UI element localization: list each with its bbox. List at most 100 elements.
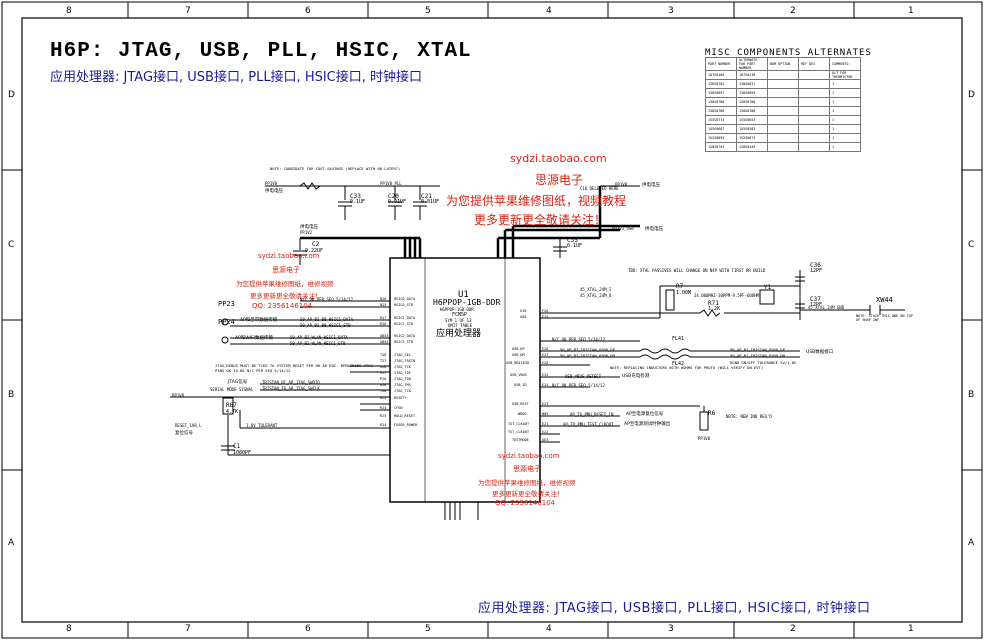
watermark-shop: 思源电子 bbox=[535, 173, 584, 187]
chip-pin-name: RESET* bbox=[394, 396, 407, 400]
chip-sub5: 应用处理器 bbox=[436, 329, 482, 339]
row-label-b: B bbox=[8, 390, 15, 400]
chip-sub1: H6PPOP-1GB-DDR bbox=[440, 307, 474, 312]
resistor-r6: R6 bbox=[708, 410, 716, 417]
net-ap-to-pmu-test-clkout: AP_TO_PMU_TEST_CLKOUT bbox=[563, 422, 614, 427]
chip-pin-name: TESTMODE bbox=[512, 438, 529, 442]
chip-pin-num: E28 bbox=[542, 361, 549, 365]
resistor-r71-value: 1.2K bbox=[708, 306, 721, 312]
col-label-2: 2 bbox=[790, 6, 796, 16]
row-label-d-right: D bbox=[968, 90, 975, 100]
chip-pin-name: USB_BRICKID bbox=[506, 361, 530, 365]
chip-pin-name: XI0 bbox=[520, 309, 527, 313]
net-hsic-wlan-stb: 50_AP_BI_WLAN_HSIC1_STB bbox=[290, 341, 346, 346]
net-pp1v8-cn: 供电电压 bbox=[265, 189, 283, 194]
col-label-8-bottom: 8 bbox=[66, 624, 72, 634]
watermark-qq-2: QQ: 2356146104 bbox=[495, 499, 556, 507]
chip-pin-name: HOLD_RESET bbox=[394, 414, 416, 418]
chip-sub3: SYM 1 OF 13 bbox=[445, 318, 472, 323]
cap-c20-value: 0.01UF bbox=[388, 199, 407, 205]
table-cell: 128S0703 bbox=[705, 142, 737, 152]
col-label-4-bottom: 4 bbox=[546, 624, 552, 634]
table-cell: 138S0700 bbox=[736, 97, 768, 107]
chip-pin-name: JTAG_TMS bbox=[394, 383, 411, 387]
net-tristan-swdio: TRISTAN_BI_AP_JTAG_SWDIO bbox=[262, 380, 320, 385]
watermark-small-shop: 思源电子 bbox=[272, 266, 300, 274]
cap-c37-value: 12PF bbox=[810, 302, 823, 308]
chip-pin-name: HSIC0_STB bbox=[394, 303, 413, 307]
row-label-a: A bbox=[8, 538, 15, 548]
test-clkout-cn: AP至电源测试时钟输出 bbox=[624, 422, 671, 427]
chip-pin-num: E26 bbox=[542, 347, 549, 351]
table-cell: 138S0788 bbox=[705, 106, 737, 116]
net-pp1v2-cn: 供电电压 bbox=[300, 225, 318, 230]
chip-pin-num: P26 bbox=[380, 377, 387, 381]
inductor-fl42: FL42 bbox=[672, 361, 685, 367]
watermark-small-site: sydzi.taobao.com bbox=[258, 252, 320, 260]
table-cell: 1 bbox=[829, 106, 861, 116]
table-cell: 152S0895 bbox=[705, 133, 737, 143]
cap-c1: C1 bbox=[233, 443, 241, 450]
chip-pin-name: USB_DP bbox=[512, 347, 525, 351]
table-cell: 1 bbox=[829, 97, 861, 107]
chip-pin-num: P27 bbox=[380, 371, 387, 375]
cap-c35: C35 bbox=[567, 237, 578, 244]
col-label-3-bottom: 3 bbox=[668, 624, 674, 634]
col-label-8: 8 bbox=[66, 6, 72, 16]
note-1v8-tolerant: 1.8V TOLERANT bbox=[246, 423, 278, 428]
row-label-d: D bbox=[8, 90, 15, 100]
chip-pin-name: USB_ID bbox=[514, 383, 527, 387]
chip-pin-num: N25 bbox=[380, 303, 387, 307]
chip-pin-num: E22 bbox=[542, 430, 549, 434]
chip-pin-num: AB53 bbox=[380, 334, 389, 338]
cap-c37: C37 bbox=[810, 296, 821, 303]
resistor-r67-value: 4.7K bbox=[226, 409, 239, 415]
net-pp1v2: PP1V2 bbox=[300, 230, 313, 235]
watermark-small-line1-2: 为您提供苹果维修图纸，维修视频 bbox=[478, 479, 576, 487]
table-header-cell: BOM OPTION bbox=[767, 57, 799, 71]
chip-sub2: FCMSP bbox=[452, 312, 468, 318]
table-header-row: PART NUMBER ALTERNATE FOR PART NUMBER BO… bbox=[705, 57, 861, 71]
note-c16-deleted: C16 DELETED HERE bbox=[580, 186, 619, 191]
chip-pin-num: E24 bbox=[542, 383, 549, 387]
net-usb-dm-left: 90_AP_BI_TRISTAN_USB0_DM bbox=[560, 353, 615, 358]
col-label-2-bottom: 2 bbox=[790, 624, 796, 634]
pmu-reset-cn: AP至电源复位信号 bbox=[626, 412, 664, 417]
note-nc-1: N/C OK PER SEQ 5/14/12 bbox=[300, 297, 353, 302]
hsic-bb-cn: AP和基带数据传输 bbox=[240, 318, 278, 323]
chip-ref: U1 bbox=[458, 290, 469, 300]
watermark-small-line2: 更多更新更全敬请关注！ bbox=[250, 292, 322, 300]
chip-pin-num: F26 bbox=[542, 309, 549, 313]
cap-c21-value: 0.01UF bbox=[421, 199, 440, 205]
chip-pin-num: T27 bbox=[380, 359, 387, 363]
cap-c33-value: 0.1UF bbox=[350, 199, 366, 205]
cap-c2-value: 0.22UF bbox=[305, 248, 324, 254]
net-pp3v3-usb: PP3V3_USB bbox=[612, 226, 634, 231]
note-xtal: TBD: XTAL PASSIVES WILL CHANGE ON N4P WI… bbox=[628, 268, 766, 273]
watermark-small-site-2: sydzi.taobao.com bbox=[498, 452, 560, 460]
chip-pin-num: R27 bbox=[380, 316, 387, 320]
col-label-6-bottom: 6 bbox=[305, 624, 311, 634]
table-cell: 1 bbox=[829, 79, 861, 89]
cap-c36: C36 bbox=[810, 262, 821, 269]
table-cell: 1 bbox=[829, 88, 861, 98]
net-xtal-out: 45_XTAL_24M_O bbox=[580, 293, 612, 298]
footer-title-cn: 应用处理器: JTAG接口, USB接口, PLL接口, HSIC接口, 时钟接… bbox=[478, 601, 871, 616]
chip-pin-name: FUSE0_POWER bbox=[394, 423, 418, 427]
chip-pin-num: R24 bbox=[380, 423, 387, 427]
table-cell: 107S0188 bbox=[705, 70, 737, 80]
chip-part: H6PPOP-1GB-DDR bbox=[433, 298, 501, 307]
chip-pin-num: R26 bbox=[380, 322, 387, 326]
table-cell: 155S0653 bbox=[736, 115, 768, 125]
net-hsic-wlan-data: 50_AP_BI_WLAN_HSIC1_DATA bbox=[290, 335, 348, 340]
table-cell: 155S0773 bbox=[705, 115, 737, 125]
chip-pin-num: E21 bbox=[542, 422, 549, 426]
chip-pin-num: W05 bbox=[542, 412, 549, 416]
col-label-7-bottom: 7 bbox=[185, 624, 191, 634]
table-cell: 138S0706 bbox=[736, 106, 768, 116]
net-usb-dm-right: 90_AP_BI_TRISTAN_USB0_DM bbox=[730, 353, 785, 358]
